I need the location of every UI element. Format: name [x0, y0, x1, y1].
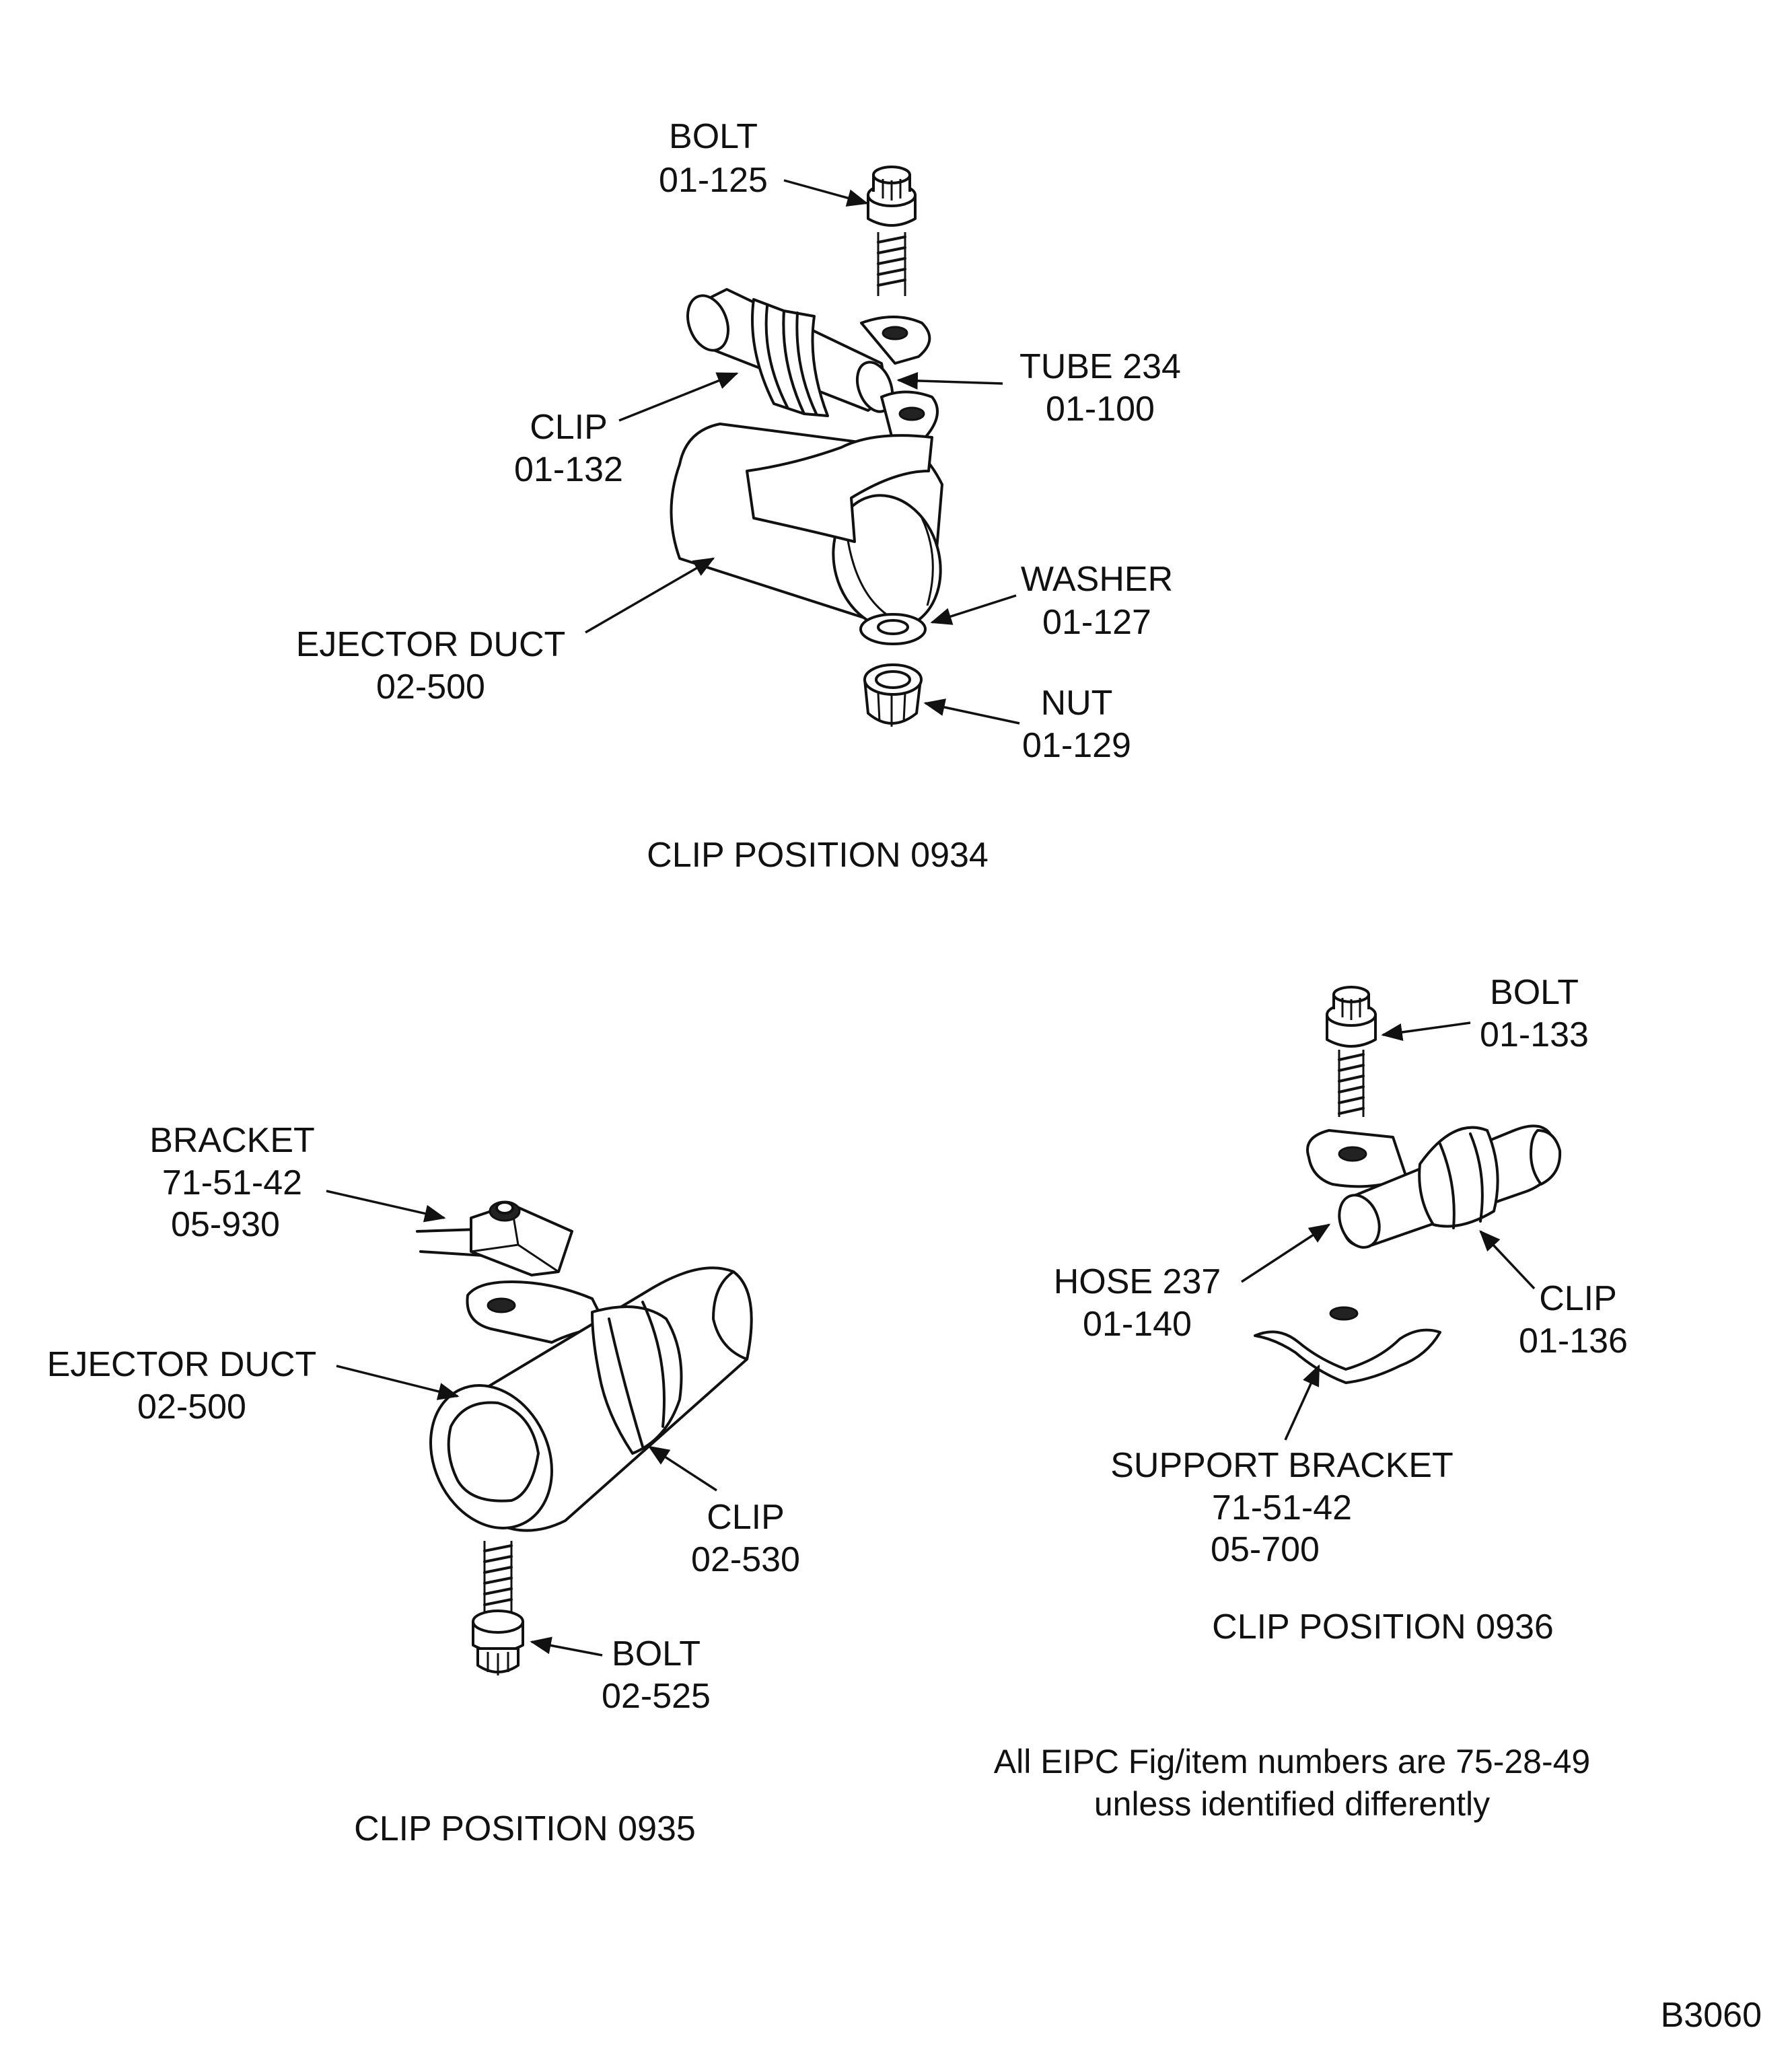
support-bracket-05-700-drawing: [1254, 1306, 1441, 1384]
nut-01-129-drawing: [863, 663, 923, 727]
washer-01-127-drawing: [859, 613, 927, 645]
leader-support-bracket: [1284, 1364, 1320, 1441]
label-clip-name: CLIP: [707, 1498, 785, 1537]
label-washer-num: 01-127: [1042, 603, 1151, 642]
section-clip-position-0936: BOLT 01-133 HOSE 237 01-140 CLIP 01-136 …: [1054, 973, 1628, 1647]
label-ejector-duct-num: 02-500: [376, 667, 485, 707]
label-nut-name: NUT: [1041, 684, 1113, 723]
label-bolt-name: BOLT: [612, 1634, 701, 1673]
label-hose-num: 01-140: [1083, 1305, 1192, 1344]
label-bolt-name: BOLT: [1490, 973, 1579, 1012]
leader-clip-01-136: [1479, 1230, 1536, 1290]
ejector-duct-02-500-drawing: [670, 423, 943, 630]
caption-clip-position-0935: CLIP POSITION 0935: [354, 1809, 696, 1848]
leader-clip-02-530: [647, 1445, 717, 1492]
label-ejector-duct-name: EJECTOR DUCT: [296, 625, 566, 664]
bolt-01-133-drawing: [1326, 986, 1377, 1117]
caption-clip-position-0934: CLIP POSITION 0934: [647, 836, 989, 875]
label-tube-name: TUBE 234: [1019, 347, 1181, 386]
leader-bolt-01-125: [783, 179, 869, 207]
leader-hose-237: [1241, 1223, 1331, 1283]
label-support-bracket-ref: 71-51-42: [1212, 1488, 1352, 1527]
section-clip-position-0935: BRACKET 71-51-42 05-930 EJECTOR DUCT 02-…: [47, 1121, 800, 1848]
label-support-bracket-name: SUPPORT BRACKET: [1110, 1446, 1454, 1485]
clip-01-132-drawing: [751, 298, 939, 439]
leader-tube-234: [896, 371, 1003, 390]
note-line-1: All EIPC Fig/item numbers are 75-28-49: [994, 1743, 1590, 1780]
label-nut-num: 01-129: [1022, 726, 1131, 765]
bracket-05-930-drawing: [416, 1200, 573, 1276]
label-bracket-name: BRACKET: [149, 1121, 315, 1160]
hose-and-clip-0936-drawing: [1306, 1124, 1562, 1249]
section-clip-position-0934: BOLT 01-125 TUBE 234 01-100 CLIP 01-132 …: [296, 117, 1181, 875]
leader-bracket-05-930: [326, 1190, 446, 1223]
bolt-02-525-drawing: [472, 1541, 524, 1675]
label-bolt-num: 02-525: [602, 1677, 711, 1716]
label-ejector-duct-num: 02-500: [137, 1387, 246, 1426]
leader-washer-01-127: [930, 594, 1017, 625]
label-clip-name: CLIP: [530, 408, 608, 447]
label-bracket-ref: 71-51-42: [162, 1163, 302, 1202]
leader-clip-01-132: [618, 372, 739, 422]
label-ejector-duct-name: EJECTOR DUCT: [47, 1345, 317, 1384]
label-bracket-num: 05-930: [171, 1205, 280, 1244]
leader-bolt-01-133: [1381, 1021, 1471, 1042]
label-bolt-num: 01-125: [659, 161, 768, 200]
label-support-bracket-num: 05-700: [1211, 1530, 1320, 1569]
figure-id: B3060: [1661, 1996, 1762, 2035]
label-bolt-num: 01-133: [1480, 1015, 1589, 1054]
note-line-2: unless identified differently: [1094, 1785, 1490, 1823]
leader-ejector-duct-0934: [585, 557, 715, 634]
label-washer-name: WASHER: [1021, 560, 1173, 599]
caption-clip-position-0936: CLIP POSITION 0936: [1212, 1607, 1554, 1647]
label-clip-num: 02-530: [691, 1540, 800, 1579]
leader-ejector-duct-0935: [336, 1365, 460, 1400]
label-clip-num: 01-132: [514, 450, 623, 489]
label-clip-num: 01-136: [1519, 1322, 1628, 1361]
bolt-01-125-drawing: [867, 166, 917, 296]
label-tube-num: 01-100: [1046, 390, 1155, 429]
label-clip-name: CLIP: [1539, 1279, 1617, 1318]
label-hose-name: HOSE 237: [1054, 1262, 1221, 1301]
eipc-note: All EIPC Fig/item numbers are 75-28-49 u…: [994, 1743, 1590, 1823]
ejector-duct-0935-drawing: [429, 1266, 753, 1532]
leader-bolt-02-525: [530, 1636, 603, 1657]
leader-nut-01-129: [923, 698, 1020, 725]
label-bolt-name: BOLT: [669, 117, 758, 156]
